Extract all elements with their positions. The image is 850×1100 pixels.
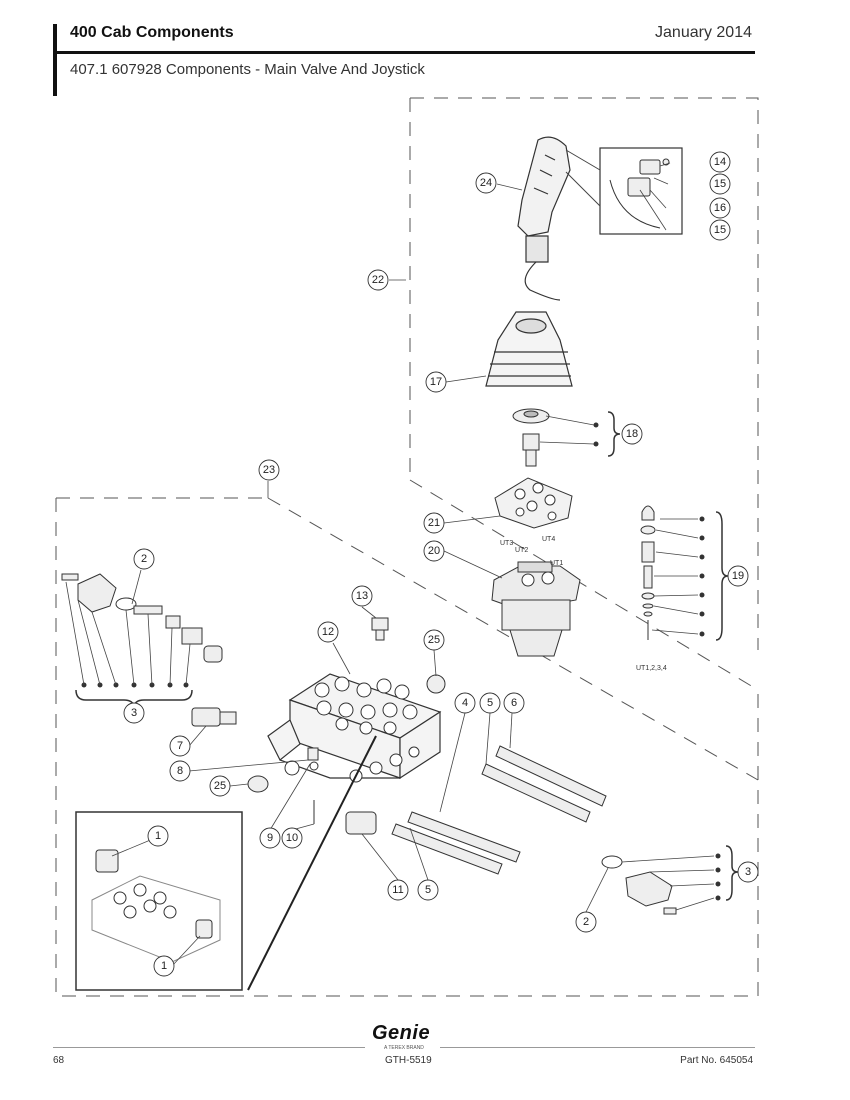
callout-4: 4 [462,697,468,709]
diagonal-guide-line [409,479,759,691]
callout-1: 1 [161,960,167,972]
callout-5: 5 [425,884,431,896]
joystick-valve-body [491,561,581,657]
port-label-ut2: UT2 [515,547,528,554]
page-number: 68 [53,1055,65,1066]
header-accent-bar [53,24,57,96]
handle-detail-inset [599,147,683,235]
callout-2: 2 [583,916,589,928]
callout-19: 19 [732,570,744,582]
callout-18: 18 [626,428,638,440]
callout-25: 25 [214,780,226,792]
callout-5: 5 [487,697,493,709]
callout-21: 21 [428,517,440,529]
end-cap-kit-right-dots [715,853,721,901]
relief-valve [191,707,237,727]
callout-25: 25 [428,634,440,646]
brand-logo: Genie [372,1022,431,1044]
callout-17: 17 [430,376,442,388]
footer-rule-right [440,1047,755,1048]
callout-13: 13 [356,590,368,602]
callout-6: 6 [511,697,517,709]
brand-tagline: A TEREX BRAND [384,1045,424,1051]
callout-9: 9 [267,832,273,844]
callout-10: 10 [286,832,298,844]
leader-lines [65,162,715,991]
end-cap-kit-left-dots [81,682,189,688]
callout-12: 12 [322,626,334,638]
callout-24: 24 [480,177,492,189]
model-number: GTH-5519 [385,1055,432,1066]
joystick-assembly-boundary [409,97,759,650]
plunger-kit-dots [593,422,705,637]
publication-date: January 2014 [655,24,752,41]
check-valve [371,617,389,641]
plunger-kit [640,505,656,640]
callout-1: 1 [155,830,161,842]
callout-3: 3 [745,866,751,878]
section-title: 400 Cab Components [70,24,234,41]
valve-assembly-boundary [55,497,759,997]
callout-20: 20 [428,545,440,557]
bracket-18 [607,411,621,457]
callout-circles [123,151,759,977]
callout-3: 3 [131,707,137,719]
end-cap-kit-right [601,855,677,915]
callout-15: 15 [714,178,726,190]
joystick-boot [485,311,573,387]
callout-15: 15 [714,224,726,236]
port-label-ut4: UT4 [542,536,555,543]
header-rule [57,51,755,54]
bracket-19 [715,511,729,641]
callout-2: 2 [141,553,147,565]
callout-14: 14 [714,156,726,168]
part-number: Part No. 645054 [680,1055,753,1066]
sensor-detail-inset [75,811,243,991]
nut-and-stud [512,408,550,467]
rocker-switch-parts [609,158,670,229]
joystick-handle [517,136,571,301]
end-cap-kit-left [61,573,223,663]
callout-22: 22 [372,274,384,286]
port-label-ut1234: UT1,2,3,4 [636,665,667,672]
pressure-sensor [91,849,221,963]
callout-16: 16 [714,202,726,214]
callout-8: 8 [177,765,183,777]
bracket-3-right [725,845,739,901]
footer-rule-left [53,1047,365,1048]
spools [391,745,607,875]
cartridge [345,811,377,835]
callout-7: 7 [177,740,183,752]
port-label-ut1: UT1 [550,560,563,567]
callout-11: 11 [392,884,403,896]
callout-23: 23 [263,464,275,476]
page-subtitle: 407.1 607928 Components - Main Valve And… [70,61,425,78]
port-label-ut3: UT3 [500,540,513,547]
